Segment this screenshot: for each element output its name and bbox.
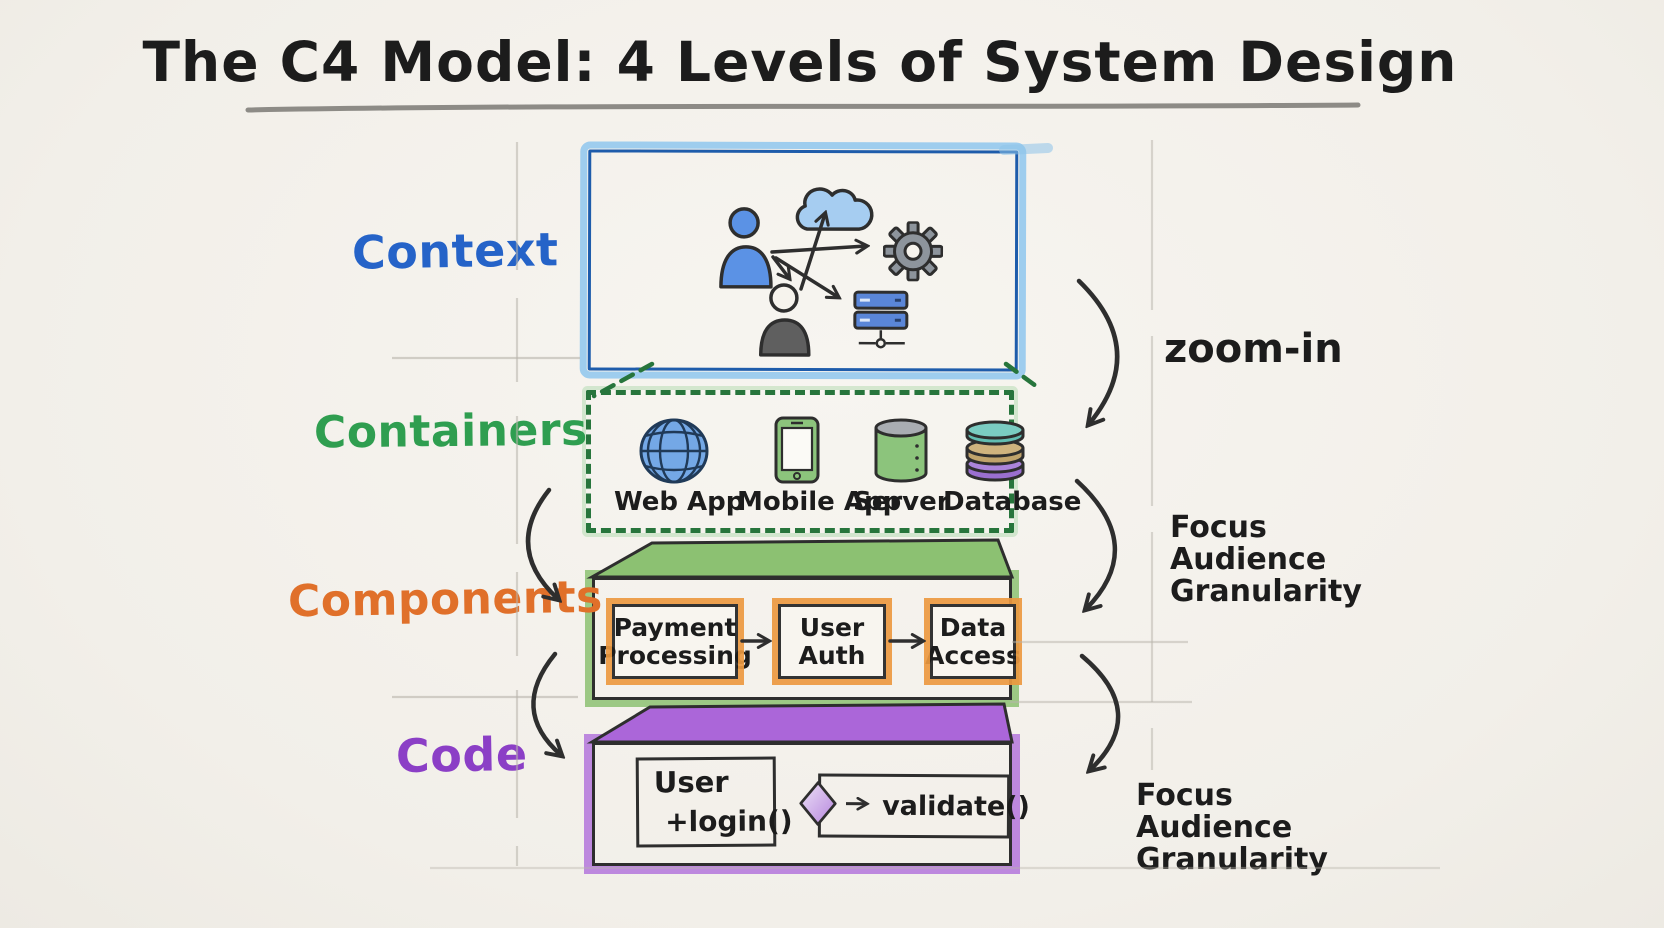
annotation-line: Granularity	[1170, 574, 1362, 609]
components-slab-top-face	[586, 538, 1015, 579]
code-level-box	[584, 734, 1020, 874]
component-node-label: Payment Processing	[598, 613, 752, 670]
container-item-database: Database	[943, 416, 1082, 517]
gear-icon	[882, 220, 944, 285]
components-to-code-arrow-left	[531, 651, 561, 755]
component-node-user-auth: User Auth	[772, 598, 892, 685]
containers-level-box: Web App Mobile App	[586, 390, 1081, 533]
code-slab-top-face	[586, 702, 1014, 744]
container-label: Mobile App	[737, 487, 902, 517]
flowchart-box: validate()	[799, 773, 1030, 839]
containers-to-components-arrow-right	[1074, 478, 1118, 609]
annotation-line: Granularity	[1136, 842, 1328, 877]
server-cylinder-icon	[853, 416, 949, 484]
page-title: The C4 Model: 4 Levels of System Design	[142, 30, 1458, 94]
annotation-line: Focus	[1136, 778, 1233, 813]
container-label: Database	[943, 487, 1082, 517]
context-level-box	[579, 141, 1027, 380]
focus-audience-granularity-annotation-2: Focus Audience Granularity	[1136, 780, 1328, 876]
component-node-payment-processing: Payment Processing	[598, 598, 752, 685]
cloud-icon	[791, 183, 875, 241]
title-underline	[245, 102, 1361, 113]
level-label-components: Components	[287, 571, 604, 628]
container-label: Web App	[614, 487, 745, 517]
container-item-webapp: Web App	[614, 416, 745, 517]
database-icon	[943, 416, 1047, 484]
level-label-code: Code	[395, 726, 528, 784]
user-icon	[717, 205, 775, 293]
component-node-data-access: Data Access	[924, 598, 1022, 685]
zoom-in-arrow	[1076, 278, 1120, 424]
server-icon	[849, 289, 913, 359]
annotation-line: Audience	[1136, 810, 1293, 845]
container-item-mobileapp: Mobile App	[737, 416, 902, 517]
focus-audience-granularity-annotation-1: Focus Audience Granularity	[1170, 512, 1362, 608]
flow-label: validate()	[882, 790, 1030, 823]
person-icon	[757, 283, 813, 361]
class-method: +login()	[665, 804, 793, 839]
class-name: User	[653, 764, 729, 800]
decision-diamond-icon	[798, 779, 838, 831]
level-label-context: Context	[351, 222, 559, 280]
smartphone-icon	[737, 416, 857, 484]
container-label: Server	[853, 487, 950, 517]
annotation-line: Audience	[1170, 542, 1327, 577]
zoom-in-annotation: zoom-in	[1164, 326, 1343, 372]
annotation-line: Focus	[1170, 510, 1267, 545]
container-item-server: Server	[853, 416, 950, 517]
component-node-label: User Auth	[798, 613, 866, 670]
components-to-code-arrow-right	[1079, 653, 1121, 770]
uml-class-box: User +login()	[635, 756, 793, 848]
globe-icon	[614, 416, 734, 484]
component-node-label: Data Access	[925, 613, 1021, 670]
flow-arrow-icon	[844, 794, 876, 818]
level-label-containers: Containers	[313, 404, 588, 459]
